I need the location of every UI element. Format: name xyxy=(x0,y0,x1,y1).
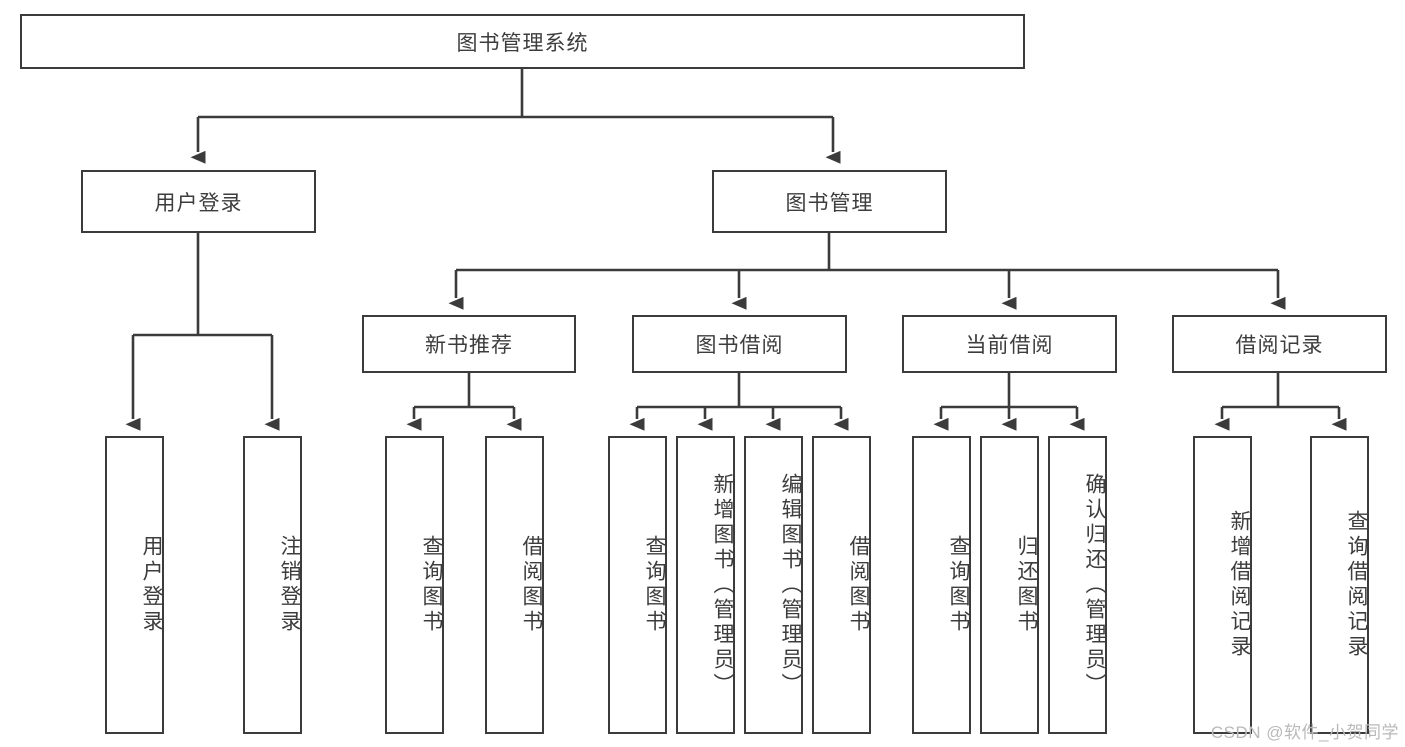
node-label: 新增借阅记录 xyxy=(1228,510,1251,660)
node-label: 图书管理 xyxy=(785,191,874,215)
leaf-confirm-return-admin[interactable]: 确认归还（管理员） xyxy=(1048,436,1107,734)
node-label: 归还图书 xyxy=(1015,535,1038,635)
leaf-query-book-current[interactable]: 查询图书 xyxy=(912,436,971,734)
node-label: 图书借阅 xyxy=(695,334,784,357)
node-label: 查询图书 xyxy=(420,535,443,635)
node-label: 查询借阅记录 xyxy=(1345,510,1368,660)
node-borrow-record[interactable]: 借阅记录 xyxy=(1172,315,1387,373)
leaf-query-book-new[interactable]: 查询图书 xyxy=(385,436,444,734)
leaf-return-book[interactable]: 归还图书 xyxy=(980,436,1039,734)
watermark: CSDN @软件_小贺同学 xyxy=(1210,723,1399,742)
node-label: 编辑图书（管理员） xyxy=(779,472,802,698)
leaf-query-borrow-record[interactable]: 查询借阅记录 xyxy=(1310,436,1369,734)
node-label: 借阅图书 xyxy=(847,535,870,635)
node-label: 确认归还（管理员） xyxy=(1083,472,1106,698)
node-book-borrow[interactable]: 图书借阅 xyxy=(632,315,847,373)
leaf-borrow-book-new[interactable]: 借阅图书 xyxy=(485,436,544,734)
leaf-add-book-admin[interactable]: 新增图书（管理员） xyxy=(676,436,735,734)
leaf-query-book-borrow[interactable]: 查询图书 xyxy=(608,436,667,734)
leaf-add-borrow-record[interactable]: 新增借阅记录 xyxy=(1193,436,1252,734)
node-label: 查询图书 xyxy=(643,535,666,635)
leaf-edit-book-admin[interactable]: 编辑图书（管理员） xyxy=(744,436,803,734)
node-label: 用户登录 xyxy=(154,191,243,215)
leaf-logout[interactable]: 注销登录 xyxy=(243,436,302,734)
node-user-login[interactable]: 用户登录 xyxy=(81,170,316,233)
node-book-management[interactable]: 图书管理 xyxy=(712,170,947,233)
leaf-borrow-book[interactable]: 借阅图书 xyxy=(812,436,871,734)
leaf-user-login[interactable]: 用户登录 xyxy=(105,436,164,734)
node-root[interactable]: 图书管理系统 xyxy=(20,14,1025,69)
node-label: 用户登录 xyxy=(140,535,163,635)
node-label: 新增图书（管理员） xyxy=(711,472,734,698)
node-label: 新书推荐 xyxy=(425,334,513,357)
node-label: 图书管理系统 xyxy=(456,31,589,55)
node-label: 查询图书 xyxy=(947,535,970,635)
node-new-book-recommend[interactable]: 新书推荐 xyxy=(362,315,576,373)
node-label: 注销登录 xyxy=(278,535,301,635)
node-current-borrow[interactable]: 当前借阅 xyxy=(902,315,1117,373)
node-label: 当前借阅 xyxy=(965,334,1054,357)
node-label: 借阅图书 xyxy=(520,535,543,635)
node-label: 借阅记录 xyxy=(1235,334,1324,357)
